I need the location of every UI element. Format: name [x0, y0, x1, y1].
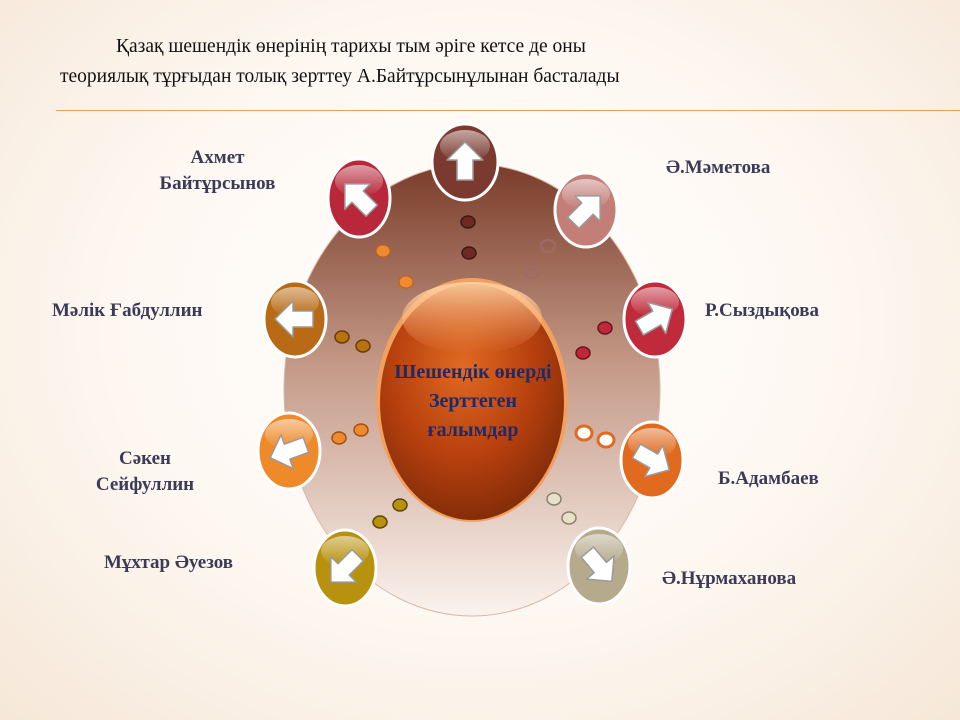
node-top — [430, 122, 500, 202]
node-auezov — [312, 528, 378, 608]
node-adambaev — [619, 420, 685, 500]
header-text: Қазақ шешендік өнерінің тарихы тым әріге… — [60, 32, 860, 92]
label-auezov: Мұхтар Әуезов — [104, 552, 234, 573]
header-line-1: Қазақ шешендік өнерінің тарихы тым әріге… — [116, 36, 586, 57]
label-saken-line-1: Сәкен — [118, 448, 171, 469]
connector-dots — [331, 215, 616, 529]
center-label-line-1: Шешендік өнерді — [394, 361, 552, 383]
label-nurmahanova: Ә.Нұрмаханова — [662, 568, 797, 589]
node-mametova — [553, 171, 619, 249]
center-label-line-3: ғалымдар — [427, 419, 519, 441]
label-saken: Сәкен Сейфуллин — [60, 446, 230, 498]
label-ahmet: Ахмет Байтұрсынов — [130, 145, 305, 197]
center-label-line-2: Зерттеген — [428, 390, 518, 412]
node-saken — [256, 411, 322, 491]
label-saken-line-2: Сейфуллин — [95, 474, 195, 495]
node-nurmahanova — [566, 526, 632, 606]
node-ahmet — [326, 157, 392, 239]
label-ahmet-line-2: Байтұрсынов — [159, 173, 276, 194]
node-syzdykova — [622, 279, 688, 359]
label-syzdykova: Р.Сыздықова — [705, 300, 820, 321]
center-node — [376, 278, 568, 522]
label-ahmet-line-1: Ахмет — [190, 147, 245, 168]
node-malik — [262, 279, 328, 359]
header-divider — [56, 110, 960, 111]
label-mametova: Ә.Мәметова — [666, 157, 771, 178]
header-line-2: теориялық тұрғыдан толық зерттеу А.Байтұ… — [60, 66, 620, 87]
label-malik: Мәлік Ғабдуллин — [52, 300, 203, 321]
label-adambaev: Б.Адамбаев — [718, 468, 819, 489]
center-label: Шешендік өнерді Зерттеген ғалымдар — [368, 358, 578, 445]
